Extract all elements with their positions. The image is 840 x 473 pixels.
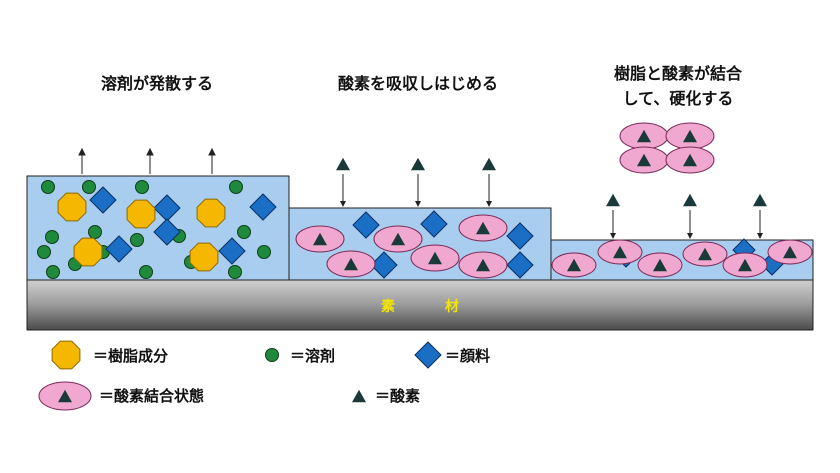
oxygen-icon bbox=[482, 157, 496, 171]
evaporation-arrows bbox=[78, 147, 216, 174]
substrate-label-2: 材 bbox=[445, 298, 459, 315]
pigment-icon bbox=[89, 186, 117, 214]
solvent-icon bbox=[229, 180, 243, 194]
oxygen-bound-triangle-icon bbox=[683, 153, 697, 167]
resin-icon bbox=[196, 198, 226, 228]
legend-solvent-icon bbox=[265, 348, 279, 362]
oxygen-bound-triangle-icon bbox=[476, 221, 490, 235]
stage2-title: 酸素を吸収しはじめる bbox=[338, 74, 498, 93]
oxygen-icon bbox=[753, 193, 767, 207]
stage3-title-line1: 樹脂と酸素が結合 bbox=[614, 64, 743, 83]
legend-oxygen-label: ＝酸素 bbox=[375, 387, 420, 405]
pigment-icon bbox=[352, 211, 380, 239]
resin-icon bbox=[126, 199, 156, 229]
solvent-icon bbox=[139, 265, 153, 279]
solvent-icon bbox=[41, 180, 55, 194]
oxygen-icon bbox=[606, 193, 620, 207]
solvent-icon bbox=[37, 245, 51, 259]
oxygen-bound-triangle-icon bbox=[698, 247, 712, 261]
arrow-head-icon bbox=[340, 201, 346, 207]
oxygen-bound-triangle-icon bbox=[738, 258, 752, 272]
oxygen-bound-triangle-icon bbox=[613, 245, 627, 259]
oxygen-bound-triangle-icon bbox=[783, 245, 797, 259]
legend-oxygen-bound-label: ＝酸素結合状態 bbox=[99, 387, 204, 405]
arrow-head-icon bbox=[415, 201, 421, 207]
pigment-icon bbox=[506, 222, 534, 250]
oxygen-icon bbox=[683, 193, 697, 207]
solvent-icon bbox=[257, 245, 271, 259]
oxygen-bound-triangle-icon bbox=[683, 129, 697, 143]
oxygen-bound-triangle-icon bbox=[637, 153, 651, 167]
pigment-icon bbox=[153, 218, 181, 246]
oxygen-bound-triangle-icon bbox=[391, 232, 405, 246]
oxygen-bound-triangle-icon bbox=[653, 258, 667, 272]
solvent-icon bbox=[46, 265, 60, 279]
legend-pigment-label: ＝顔料 bbox=[445, 347, 490, 365]
resin-icon bbox=[73, 237, 103, 267]
oxygen-bound-triangle-icon bbox=[313, 232, 327, 246]
pigment-icon bbox=[420, 210, 448, 238]
oxygen-bound-triangle-icon bbox=[428, 251, 442, 265]
substrate bbox=[26, 279, 814, 331]
stage3-title-line2: して、硬化する bbox=[623, 89, 734, 108]
arrow-head-icon bbox=[610, 233, 616, 239]
arrow-head-icon bbox=[687, 233, 693, 239]
oxygen-bound-triangle-icon bbox=[476, 258, 490, 272]
solvent-icon bbox=[88, 225, 102, 239]
substrate-label-1: 素 bbox=[381, 298, 395, 315]
resin-icon bbox=[189, 242, 219, 272]
oxygen-icon bbox=[411, 157, 425, 171]
oxygen-icon bbox=[336, 157, 350, 171]
solvent-icon bbox=[130, 233, 144, 247]
arrow-head-icon bbox=[486, 201, 492, 207]
legend-pigment-icon bbox=[414, 341, 442, 369]
oxygen-bound-triangle-icon bbox=[58, 389, 72, 403]
pigment-icon bbox=[370, 251, 398, 279]
oxygen-bound-triangle-icon bbox=[567, 258, 581, 272]
pigment-icon bbox=[249, 193, 277, 221]
oxygen-bound-triangle-icon bbox=[637, 129, 651, 143]
solvent-icon bbox=[82, 180, 96, 194]
legend-resin-icon bbox=[51, 340, 81, 370]
arrow-head-icon bbox=[757, 233, 763, 239]
solvent-icon bbox=[135, 180, 149, 194]
oxygen-bound-triangle-icon bbox=[344, 257, 358, 271]
resin-icon bbox=[57, 192, 87, 222]
legend-oxygen-icon bbox=[352, 389, 366, 403]
legend-solvent-label: ＝溶剤 bbox=[290, 347, 335, 365]
solvent-icon bbox=[237, 225, 251, 239]
legend-resin-label: ＝樹脂成分 bbox=[93, 347, 168, 365]
stage1-title: 溶剤が発散する bbox=[101, 74, 213, 93]
pigment-icon bbox=[506, 251, 534, 279]
pigment-icon bbox=[218, 237, 246, 265]
solvent-icon bbox=[45, 230, 59, 244]
pigment-icon bbox=[105, 235, 133, 263]
solvent-icon bbox=[228, 265, 242, 279]
